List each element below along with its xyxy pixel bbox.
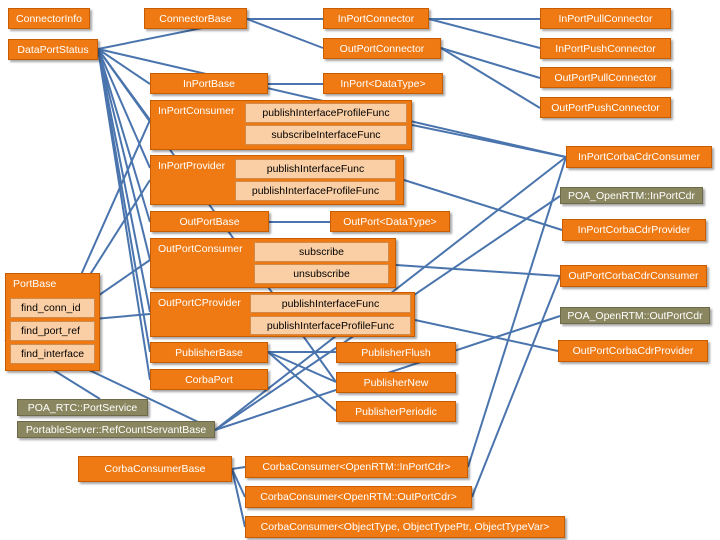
inport-connector-node[interactable]: InPortConnector <box>323 8 429 29</box>
find-interface-method[interactable]: find_interface <box>10 344 95 364</box>
corba-port-node[interactable]: CorbaPort <box>150 369 268 390</box>
connector-line <box>97 48 151 381</box>
outport-push-connector-node[interactable]: OutPortPushConnector <box>540 97 671 118</box>
publisher-periodic-node[interactable]: PublisherPeriodic <box>336 401 456 422</box>
inport-push-connector-node[interactable]: InPortPushConnector <box>540 38 671 59</box>
inport-provider-label: InPortProvider <box>158 160 226 172</box>
corba-consumer-outportcdr-node[interactable]: CorbaConsumer<OpenRTM::OutPortCdr> <box>245 486 472 508</box>
poa-openrtm-outportcdr-node[interactable]: POA_OpenRTM::OutPortCdr <box>560 307 710 324</box>
corba-consumer-generic-node[interactable]: CorbaConsumer<ObjectType, ObjectTypePtr,… <box>245 516 565 538</box>
connector-line <box>414 319 559 352</box>
inport-pull-connector-node[interactable]: InPortPullConnector <box>540 8 671 29</box>
inport-corba-cdr-provider-node[interactable]: InPortCorbaCdrProvider <box>562 219 706 241</box>
outport-base-node[interactable]: OutPortBase <box>150 211 269 232</box>
connector-line <box>267 351 337 412</box>
connector-line <box>231 468 246 498</box>
inport-provider-publish-profile-func[interactable]: publishInterfaceProfileFunc <box>235 181 396 201</box>
connector-line <box>231 468 246 528</box>
find-port-ref-method[interactable]: find_port_ref <box>10 321 95 341</box>
data-port-status-node[interactable]: DataPortStatus <box>8 39 98 60</box>
outport-cprovider-label: OutPortCProvider <box>158 297 241 309</box>
connector-line <box>471 275 561 498</box>
poa-rtc-port-service-node[interactable]: POA_RTC::PortService <box>17 399 148 416</box>
outport-cprovider-publish-profile-func[interactable]: publishInterfaceProfileFunc <box>250 316 411 335</box>
outport-pull-connector-node[interactable]: OutPortPullConnector <box>540 67 671 88</box>
portable-server-node[interactable]: PortableServer::RefCountServantBase <box>17 421 215 438</box>
publisher-flush-node[interactable]: PublisherFlush <box>336 342 456 363</box>
find-conn-id-method[interactable]: find_conn_id <box>10 298 95 318</box>
outport-connector-node[interactable]: OutPortConnector <box>323 38 441 59</box>
outport-corba-cdr-consumer-node[interactable]: OutPortCorbaCdrConsumer <box>560 265 707 287</box>
inport-corba-cdr-consumer-node[interactable]: InPortCorbaCdrConsumer <box>566 146 712 168</box>
connector-line <box>97 48 151 85</box>
outport-consumer-subscribe[interactable]: subscribe <box>254 242 389 262</box>
inport-consumer-label: InPortConsumer <box>158 105 235 117</box>
connector-line <box>246 18 324 49</box>
connector-line <box>440 47 541 109</box>
inport-datatype-node[interactable]: InPort<DataType> <box>323 73 443 94</box>
publisher-base-node[interactable]: PublisherBase <box>150 342 268 363</box>
inport-consumer-subscribe-func[interactable]: subscribeInterfaceFunc <box>245 125 407 145</box>
port-base-label: PortBase <box>13 278 57 290</box>
corba-consumer-inportcdr-node[interactable]: CorbaConsumer<OpenRTM::InPortCdr> <box>245 456 468 478</box>
corba-consumer-base-node[interactable]: CorbaConsumerBase <box>78 456 232 482</box>
inport-base-node[interactable]: InPortBase <box>150 73 268 94</box>
outport-corba-cdr-provider-node[interactable]: OutPortCorbaCdrProvider <box>558 340 708 362</box>
outport-consumer-unsubscribe[interactable]: unsubscribe <box>254 264 389 284</box>
publisher-new-node[interactable]: PublisherNew <box>336 372 456 393</box>
inport-consumer-publish-profile-func[interactable]: publishInterfaceProfileFunc <box>245 103 407 123</box>
outport-datatype-node[interactable]: OutPort<DataType> <box>330 211 450 232</box>
outport-cprovider-publish-func[interactable]: publishInterfaceFunc <box>250 294 411 313</box>
poa-openrtm-inportcdr-node[interactable]: POA_OpenRTM::InPortCdr <box>560 187 703 204</box>
inport-provider-publish-func[interactable]: publishInterfaceFunc <box>235 159 396 179</box>
connector-info-node[interactable]: ConnectorInfo <box>8 8 90 29</box>
connector-line <box>428 18 541 49</box>
connector-line <box>403 179 563 231</box>
connector-line <box>97 48 151 169</box>
outport-consumer-label: OutPortConsumer <box>158 243 243 255</box>
connector-line <box>440 47 541 79</box>
connector-line <box>97 48 151 261</box>
connector-line <box>467 156 567 468</box>
connector-line <box>231 466 246 470</box>
connector-line <box>267 351 337 383</box>
connector-base-node[interactable]: ConnectorBase <box>144 8 247 29</box>
